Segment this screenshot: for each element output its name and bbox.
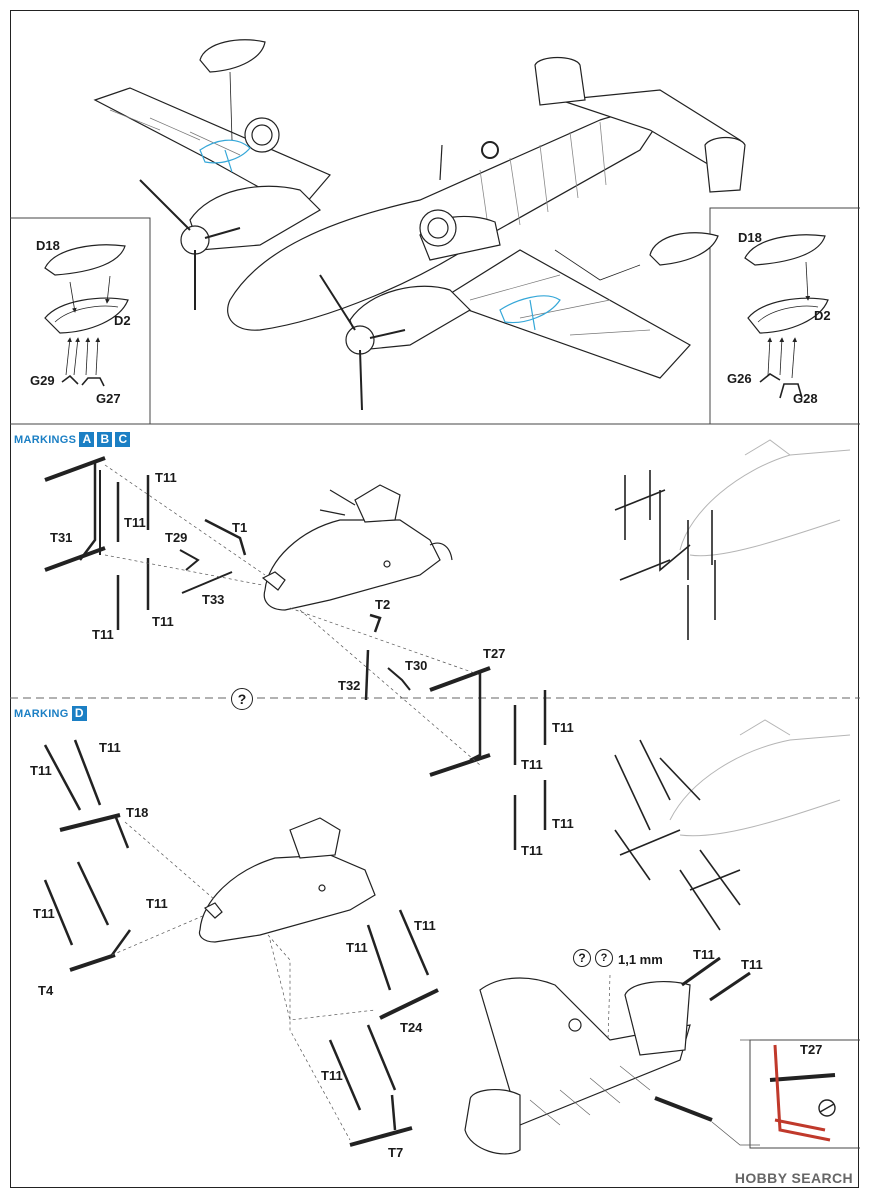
label-d18-right: D18 bbox=[738, 230, 762, 245]
inset-right-arrows bbox=[767, 261, 811, 379]
inset-right-detail bbox=[744, 234, 829, 399]
page-frame bbox=[10, 10, 859, 1188]
marking-letter-d: D bbox=[71, 706, 87, 721]
tail-antenna-parts bbox=[654, 956, 836, 1122]
reference-view-d bbox=[669, 719, 851, 837]
label-t11-d6: T11 bbox=[346, 940, 368, 955]
inset-left-arrows bbox=[65, 275, 111, 376]
nose-d bbox=[198, 817, 376, 943]
inset-left-detail bbox=[44, 244, 129, 387]
fairing-callouts bbox=[199, 39, 719, 281]
label-d2-right: D2 bbox=[814, 308, 831, 323]
help-symbol-icon: ? bbox=[231, 688, 253, 710]
label-g29: G29 bbox=[30, 373, 55, 388]
label-t27-tail: T27 bbox=[800, 1042, 823, 1057]
label-t2: T2 bbox=[375, 597, 391, 612]
label-t11-d3: T11 bbox=[146, 896, 168, 911]
antenna-highlight-blue bbox=[199, 139, 561, 331]
label-g27: G27 bbox=[96, 391, 121, 406]
reference-antennas-abc bbox=[614, 470, 716, 640]
label-t11-d7: T11 bbox=[321, 1068, 343, 1083]
label-t27-a: T27 bbox=[483, 646, 506, 661]
label-d2-left: D2 bbox=[114, 313, 131, 328]
label-t7: T7 bbox=[388, 1145, 404, 1160]
label-t29: T29 bbox=[165, 530, 188, 545]
leader-lines-d bbox=[111, 821, 376, 1141]
markings-abc-badge: MARKINGS A B C bbox=[14, 432, 131, 447]
drill-symbol-icon: ? bbox=[595, 949, 613, 967]
marking-letter-a: A bbox=[79, 432, 95, 447]
label-t11-a2: T11 bbox=[124, 515, 146, 530]
reference-view-abc bbox=[679, 439, 851, 557]
label-t11-a5: T11 bbox=[552, 720, 574, 735]
label-t11-d5: T11 bbox=[414, 918, 436, 933]
label-t11-tail1: T11 bbox=[693, 947, 715, 962]
label-t31: T31 bbox=[50, 530, 73, 545]
label-g26: G26 bbox=[727, 371, 752, 386]
tail-leader-lines bbox=[607, 974, 760, 1146]
label-t4: T4 bbox=[38, 983, 54, 998]
watermark: HOBBY SEARCH bbox=[731, 1170, 856, 1186]
label-g28: G28 bbox=[793, 391, 818, 406]
label-t11-a8: T11 bbox=[521, 843, 543, 858]
label-t1: T1 bbox=[232, 520, 248, 535]
leader-lines-abc bbox=[104, 464, 481, 766]
label-t11-d4: T11 bbox=[33, 906, 55, 921]
label-d18-left: D18 bbox=[36, 238, 60, 253]
label-t11-a6: T11 bbox=[521, 757, 543, 772]
drill-size-label: 1,1 mm bbox=[618, 952, 663, 967]
label-t24: T24 bbox=[400, 1020, 423, 1035]
help-symbol-tail-icon: ? bbox=[573, 949, 591, 967]
label-t18: T18 bbox=[126, 805, 149, 820]
label-t11-a3: T11 bbox=[92, 627, 114, 642]
drill-symbol bbox=[818, 1099, 836, 1117]
reference-antennas-d bbox=[614, 739, 741, 931]
tail-antenna-highlight-red bbox=[773, 1044, 831, 1142]
marking-letter-c: C bbox=[115, 432, 131, 447]
nose-abc bbox=[261, 484, 453, 611]
tail-assembly bbox=[464, 977, 691, 1155]
aircraft-main-view bbox=[93, 56, 746, 411]
label-t33: T33 bbox=[202, 592, 225, 607]
marking-d-title: MARKING bbox=[14, 707, 69, 720]
label-t11-a1: T11 bbox=[155, 470, 177, 485]
label-t11-a4: T11 bbox=[152, 614, 174, 629]
label-t11-tail2: T11 bbox=[741, 957, 763, 972]
marking-letter-b: B bbox=[97, 432, 113, 447]
label-t11-d1: T11 bbox=[99, 740, 121, 755]
antenna-parts-d bbox=[43, 739, 439, 1147]
antenna-parts-abc bbox=[44, 456, 547, 850]
marking-d-badge: MARKING D bbox=[14, 706, 87, 721]
label-t30: T30 bbox=[405, 658, 428, 673]
label-t11-a7: T11 bbox=[552, 816, 574, 831]
section-dividers bbox=[10, 207, 860, 1149]
markings-abc-title: MARKINGS bbox=[14, 433, 77, 446]
label-t11-d2: T11 bbox=[30, 763, 52, 778]
label-t32: T32 bbox=[338, 678, 361, 693]
